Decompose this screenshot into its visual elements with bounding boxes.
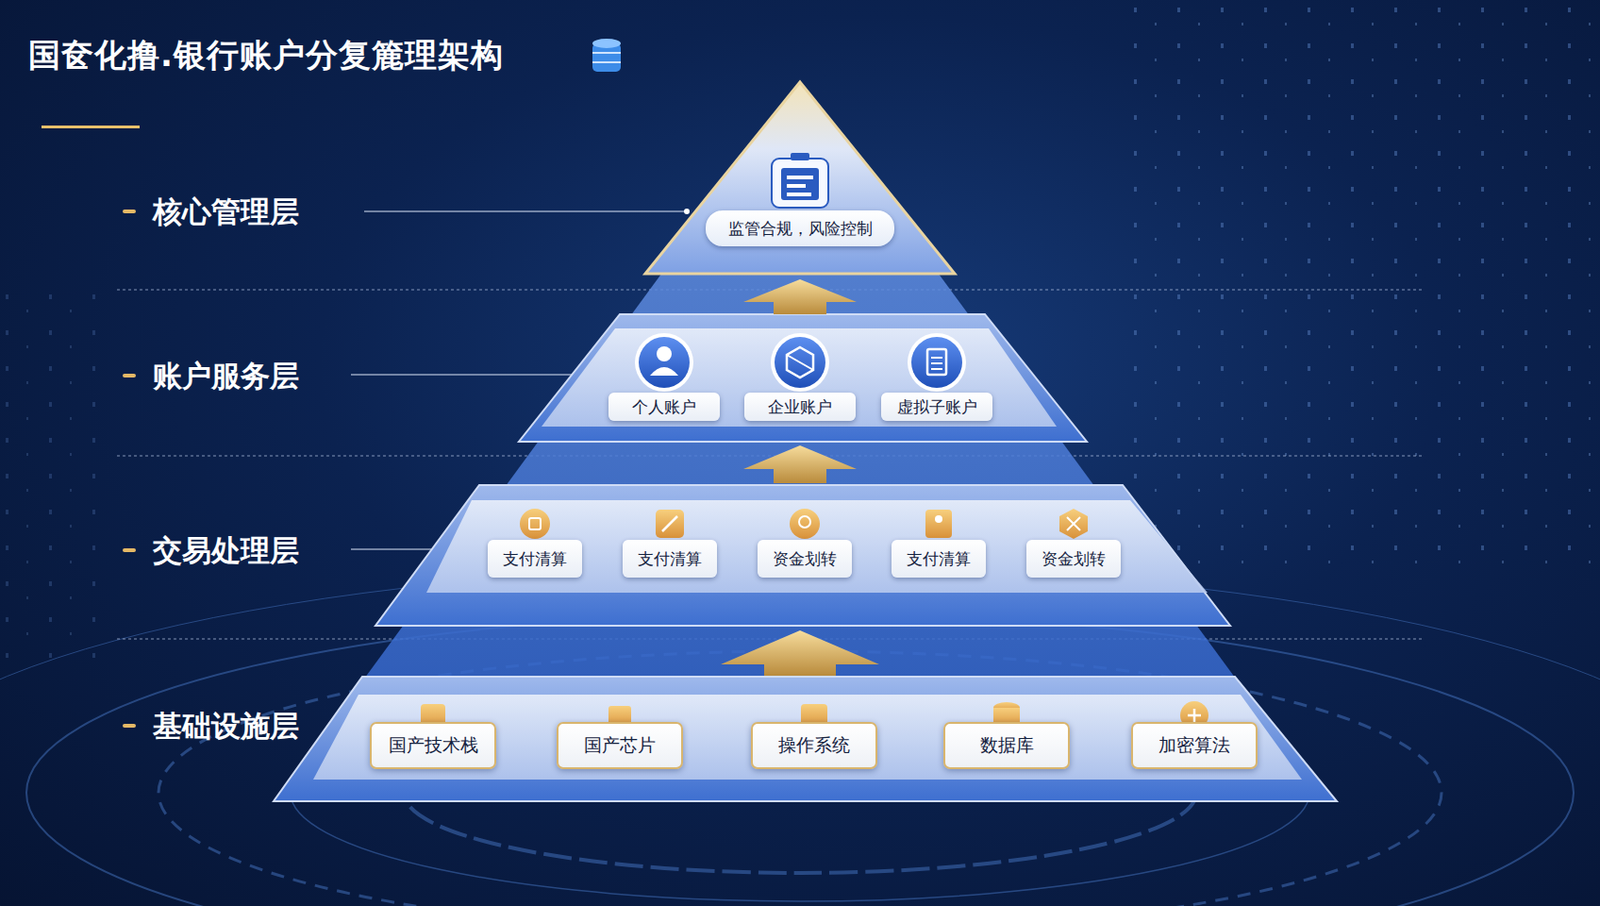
node-text: 资金划转 bbox=[1041, 548, 1106, 570]
transaction-box: 支付清算 bbox=[891, 539, 986, 578]
account-tier bbox=[518, 314, 1087, 442]
diagram-title: 国奁化撸.银行账户分复簏理架构 bbox=[28, 33, 504, 78]
title-underline bbox=[41, 125, 140, 129]
data-texture bbox=[0, 283, 114, 661]
node-text: 企业账户 bbox=[767, 396, 833, 418]
infrastructure-box: 国产技术栈 bbox=[369, 721, 497, 769]
account-box: 虚拟子账户 bbox=[881, 392, 993, 421]
transaction-tier bbox=[375, 484, 1231, 626]
transaction-box: 资金划转 bbox=[757, 539, 852, 578]
pyramid-body bbox=[273, 84, 1327, 802]
node-text: 国产技术栈 bbox=[388, 733, 479, 758]
layer-label: 核心管理层 bbox=[152, 192, 300, 233]
infrastructure-box: 数据库 bbox=[943, 721, 1070, 769]
infrastructure-box: 操作系统 bbox=[750, 721, 878, 769]
node-text: 个人账户 bbox=[632, 396, 697, 418]
layer-label: 账户服务层 bbox=[152, 356, 300, 397]
tier-panel bbox=[426, 500, 1208, 593]
transaction-box: 支付清算 bbox=[487, 539, 583, 578]
node-text: 支付清算 bbox=[906, 548, 971, 570]
account-box: 企业账户 bbox=[744, 392, 856, 421]
infrastructure-tier bbox=[273, 676, 1337, 801]
account-box: 个人账户 bbox=[608, 392, 720, 421]
data-texture bbox=[1113, 0, 1600, 567]
transaction-box: 资金划转 bbox=[1026, 539, 1121, 578]
node-text: 操作系统 bbox=[778, 733, 850, 758]
node-text: 虚拟子账户 bbox=[897, 396, 978, 418]
database-icon bbox=[592, 38, 621, 72]
infrastructure-box: 国产芯片 bbox=[556, 721, 684, 769]
core-function-box: 监管合规，风险控制 bbox=[705, 210, 895, 247]
node-text: 监管合规，风险控制 bbox=[728, 217, 873, 240]
tier-panel bbox=[541, 328, 1057, 427]
infrastructure-box: 加密算法 bbox=[1131, 721, 1258, 769]
layer-bullet bbox=[122, 209, 136, 728]
account-icon bbox=[634, 333, 967, 392]
layer-label: 基础设施层 bbox=[152, 706, 300, 747]
transaction-box: 支付清算 bbox=[622, 539, 717, 578]
transaction-icon bbox=[519, 508, 1088, 539]
layer-label: 交易处理层 bbox=[152, 531, 300, 571]
node-text: 支付清算 bbox=[502, 548, 567, 570]
node-text: 支付清算 bbox=[637, 548, 702, 570]
upward-arrow bbox=[720, 279, 880, 676]
node-text: 国产芯片 bbox=[583, 733, 656, 758]
tier-panel bbox=[313, 694, 1302, 780]
core-tier bbox=[645, 82, 955, 274]
node-text: 资金划转 bbox=[772, 548, 837, 570]
regulation-icon bbox=[771, 152, 829, 208]
layer-separator bbox=[116, 289, 1424, 639]
node-text: 加密算法 bbox=[1158, 733, 1231, 758]
node-text: 数据库 bbox=[980, 733, 1034, 758]
